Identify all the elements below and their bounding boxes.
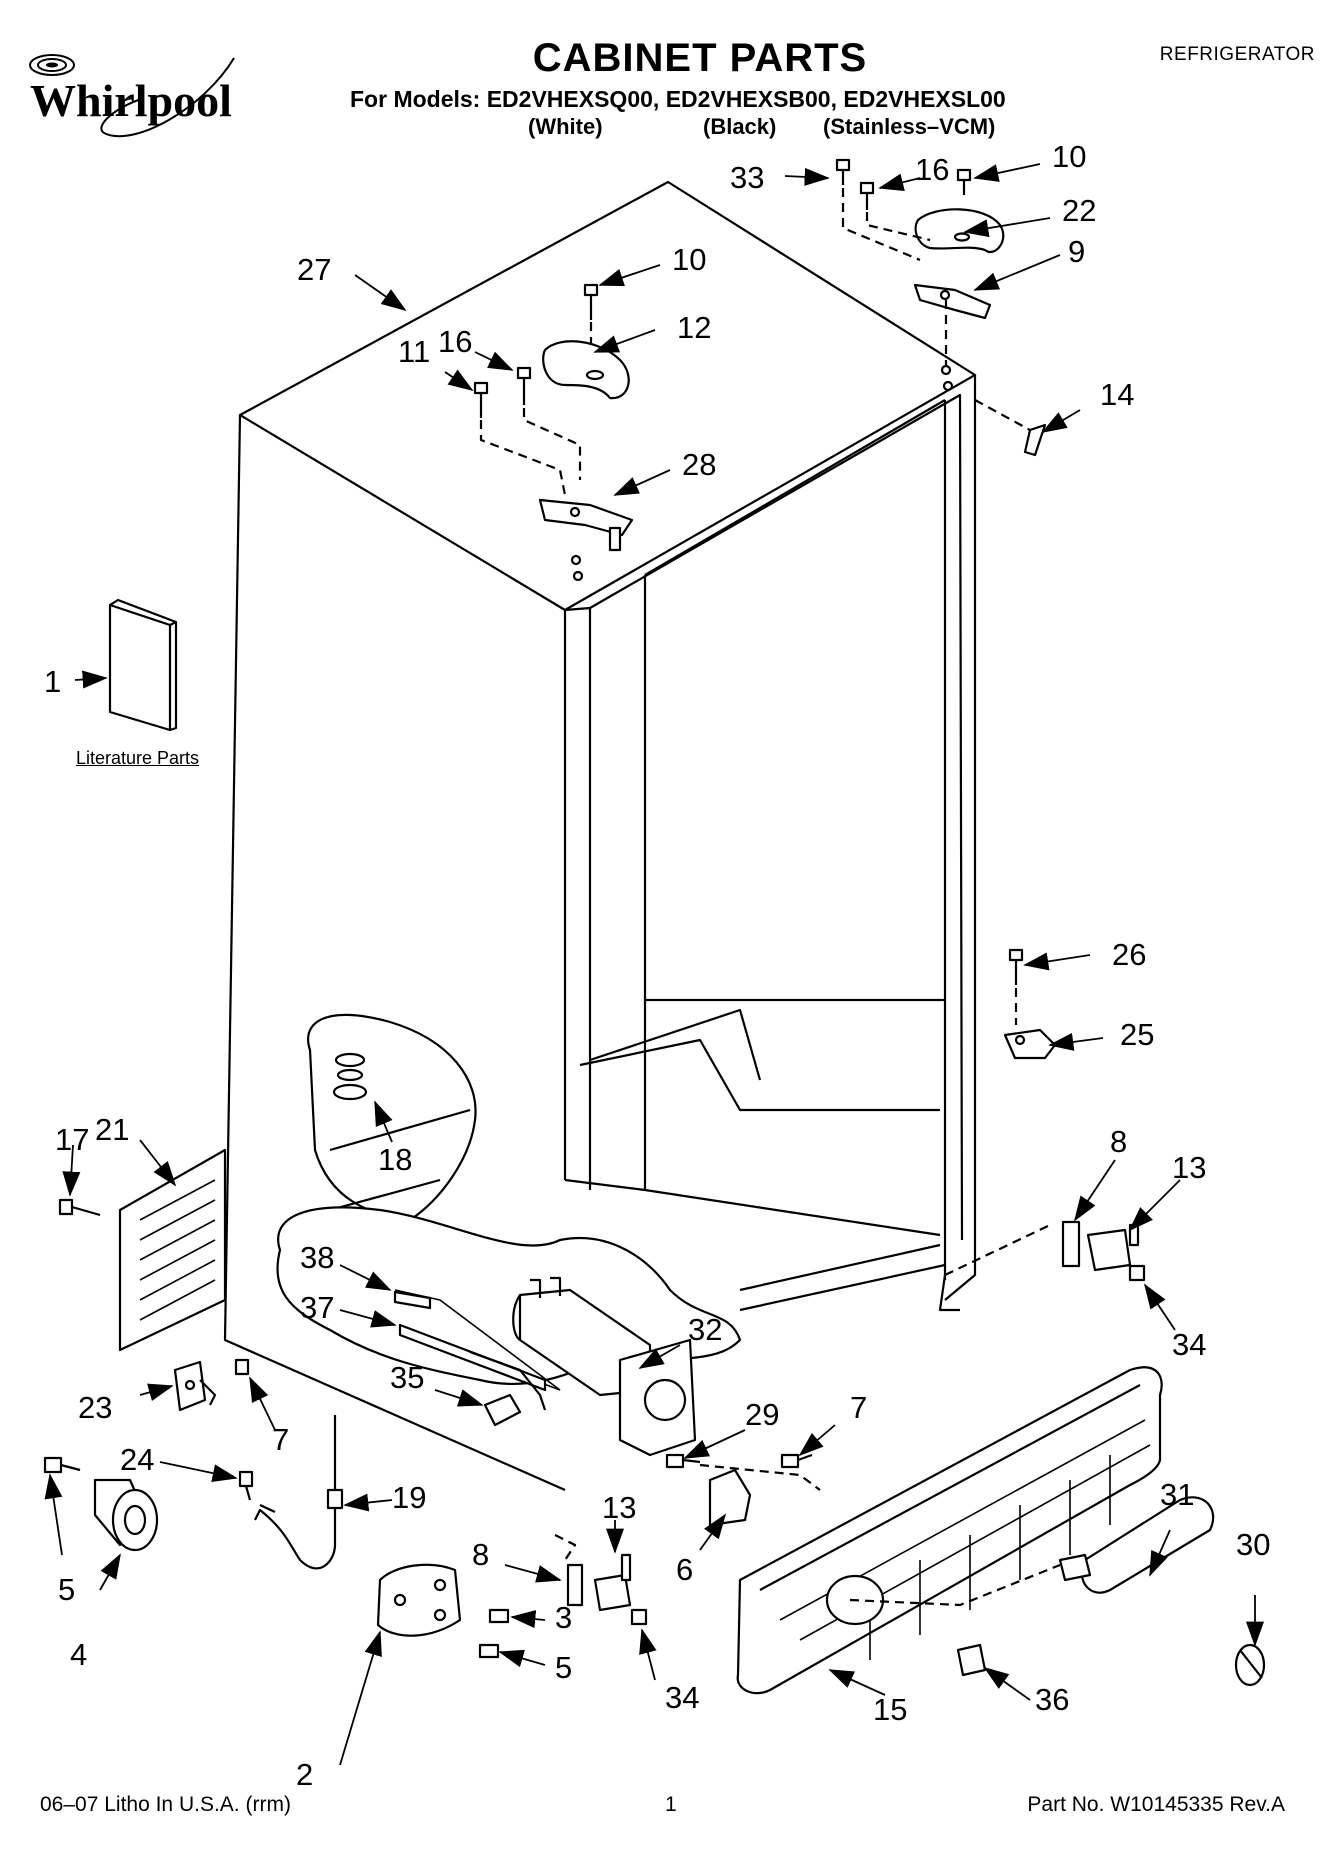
screw-5-bottom [478, 1643, 500, 1659]
callout-31: 31 [1160, 1477, 1194, 1512]
screw-16-right [859, 181, 875, 210]
screw-11-left [473, 381, 489, 418]
roller-4 [93, 1478, 159, 1552]
screw-10-right [956, 168, 972, 195]
callout-5-bottom: 5 [555, 1650, 572, 1685]
hinge-cover-right [914, 208, 1005, 253]
callout-30: 30 [1236, 1527, 1270, 1562]
callout-24: 24 [120, 1442, 154, 1477]
screw-7-left [234, 1358, 250, 1376]
callout-21: 21 [95, 1112, 129, 1147]
logo-wordmark: Whirlpool [30, 75, 232, 126]
callout-17: 17 [55, 1122, 89, 1157]
callout-29: 29 [745, 1397, 779, 1432]
callout-5-left: 5 [58, 1572, 75, 1607]
screw-33-right [835, 158, 851, 185]
callout-18: 18 [378, 1142, 412, 1177]
cutout-view-18 [307, 1013, 477, 1222]
callout-10-top-right: 10 [1052, 139, 1086, 174]
water-tube-19 [254, 1415, 344, 1570]
callout-16-top-left: 16 [438, 324, 472, 359]
callout-22: 22 [1062, 193, 1096, 228]
hinge-pin-13-lower [593, 1553, 632, 1612]
callout-32: 32 [688, 1312, 722, 1347]
screw-17 [58, 1198, 101, 1217]
callout-14: 14 [1100, 377, 1134, 412]
variant-black: (Black) [703, 114, 777, 139]
whirlpool-logo: Whirlpool [24, 38, 274, 148]
screw-5-left [43, 1456, 81, 1474]
page-title: CABINET PARTS [532, 36, 868, 80]
hinge-pin-13-upper [1086, 1223, 1140, 1272]
models-line: For Models: ED2VHEXSQ00, ED2VHEXSB00, ED… [350, 86, 1006, 112]
callout-33: 33 [730, 160, 764, 195]
callout-34-lower: 34 [665, 1680, 699, 1715]
drain-tube-38 [393, 1290, 432, 1310]
callout-13-lower: 13 [602, 1490, 636, 1525]
literature-parts-label: Literature Parts [76, 748, 200, 768]
callout-2: 2 [296, 1757, 313, 1792]
bracket-8-upper [1061, 1220, 1081, 1268]
screw-3 [488, 1608, 510, 1624]
top-hinge-left [538, 498, 634, 582]
filter-cap-30 [1234, 1643, 1266, 1687]
footer-page-number: 1 [665, 1793, 677, 1816]
callout-27: 27 [297, 252, 331, 287]
lower-hinge-23 [173, 1360, 217, 1412]
callout-11: 11 [398, 334, 430, 369]
callout-15: 15 [873, 1692, 907, 1727]
toe-grille-15 [736, 1366, 1163, 1695]
top-hinge-right [913, 283, 992, 392]
callout-35: 35 [390, 1360, 424, 1395]
callout-34-upper: 34 [1172, 1327, 1206, 1362]
screw-16-left [516, 366, 532, 405]
logo-swirl-icon: Whirlpool [29, 54, 235, 138]
callout-7-left: 7 [272, 1422, 289, 1457]
variant-white: (White) [528, 114, 603, 139]
bracket-25 [1003, 1028, 1057, 1060]
screw-34-upper [1128, 1264, 1146, 1282]
callout-6: 6 [676, 1552, 693, 1587]
screw-34-lower [630, 1608, 648, 1626]
callout-26: 26 [1112, 937, 1146, 972]
clip-14 [1023, 423, 1047, 457]
callout-7-right: 7 [850, 1390, 867, 1425]
callout-36: 36 [1035, 1682, 1069, 1717]
literature-booklet [108, 598, 178, 732]
footer-litho: 06–07 Litho In U.S.A. (rrm) [40, 1793, 291, 1816]
callout-10-top-left: 10 [672, 242, 706, 277]
water-filter-31 [1058, 1496, 1215, 1594]
screw-24 [238, 1470, 254, 1501]
clip-35 [483, 1393, 522, 1427]
footer-part-number: Part No. W10145335 Rev.A [1027, 1793, 1285, 1816]
access-cover-21 [118, 1148, 227, 1352]
bypass-plug-36 [956, 1643, 987, 1677]
callout-25: 25 [1120, 1017, 1154, 1052]
screw-29 [665, 1453, 701, 1469]
callout-28: 28 [682, 447, 716, 482]
callout-8-lower: 8 [472, 1537, 489, 1572]
screw-7-right [780, 1453, 813, 1469]
screw-10-left [583, 283, 599, 320]
drain-tube-37 [398, 1323, 547, 1411]
screw-26 [1008, 948, 1024, 985]
callout-23: 23 [78, 1390, 112, 1425]
callout-19: 19 [392, 1480, 426, 1515]
product-type: REFRIGERATOR [1159, 44, 1315, 65]
callout-4: 4 [70, 1637, 87, 1672]
bracket-6 [708, 1468, 752, 1527]
callout-16-top-right: 16 [915, 152, 949, 187]
lower-hinge-2 [376, 1563, 462, 1637]
callout-3: 3 [555, 1600, 572, 1635]
callout-37: 37 [300, 1290, 334, 1325]
bracket-8-lower [566, 1563, 584, 1607]
callout-38: 38 [300, 1240, 334, 1275]
callout-8-upper: 8 [1110, 1124, 1127, 1159]
callout-9: 9 [1068, 234, 1085, 269]
callout-13-upper: 13 [1172, 1150, 1206, 1185]
variant-stainless: (Stainless–VCM) [823, 114, 996, 139]
callout-12: 12 [677, 310, 711, 345]
callout-1: 1 [44, 664, 61, 699]
